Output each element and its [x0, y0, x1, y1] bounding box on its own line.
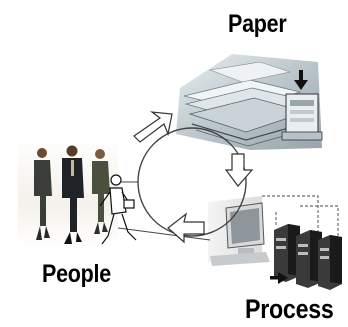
- server-icon: [274, 224, 342, 290]
- paper-photo: [176, 54, 323, 150]
- process-photo: [208, 195, 342, 290]
- cycle-arrow-to-paper: [133, 111, 173, 143]
- people-photo: [18, 136, 118, 248]
- cycle-arrow-to-people: [167, 212, 205, 244]
- cycle-arrow-to-process: [224, 153, 254, 187]
- paper-label: Paper: [228, 10, 287, 38]
- cycle-arrows: [133, 111, 254, 244]
- walking-man-icon: [99, 174, 137, 245]
- down-arrow-icon: [294, 70, 308, 90]
- connector-lines: [117, 181, 211, 241]
- right-arrow-icon: [270, 272, 288, 284]
- process-label: Process: [245, 294, 334, 324]
- people-label: People: [42, 260, 111, 288]
